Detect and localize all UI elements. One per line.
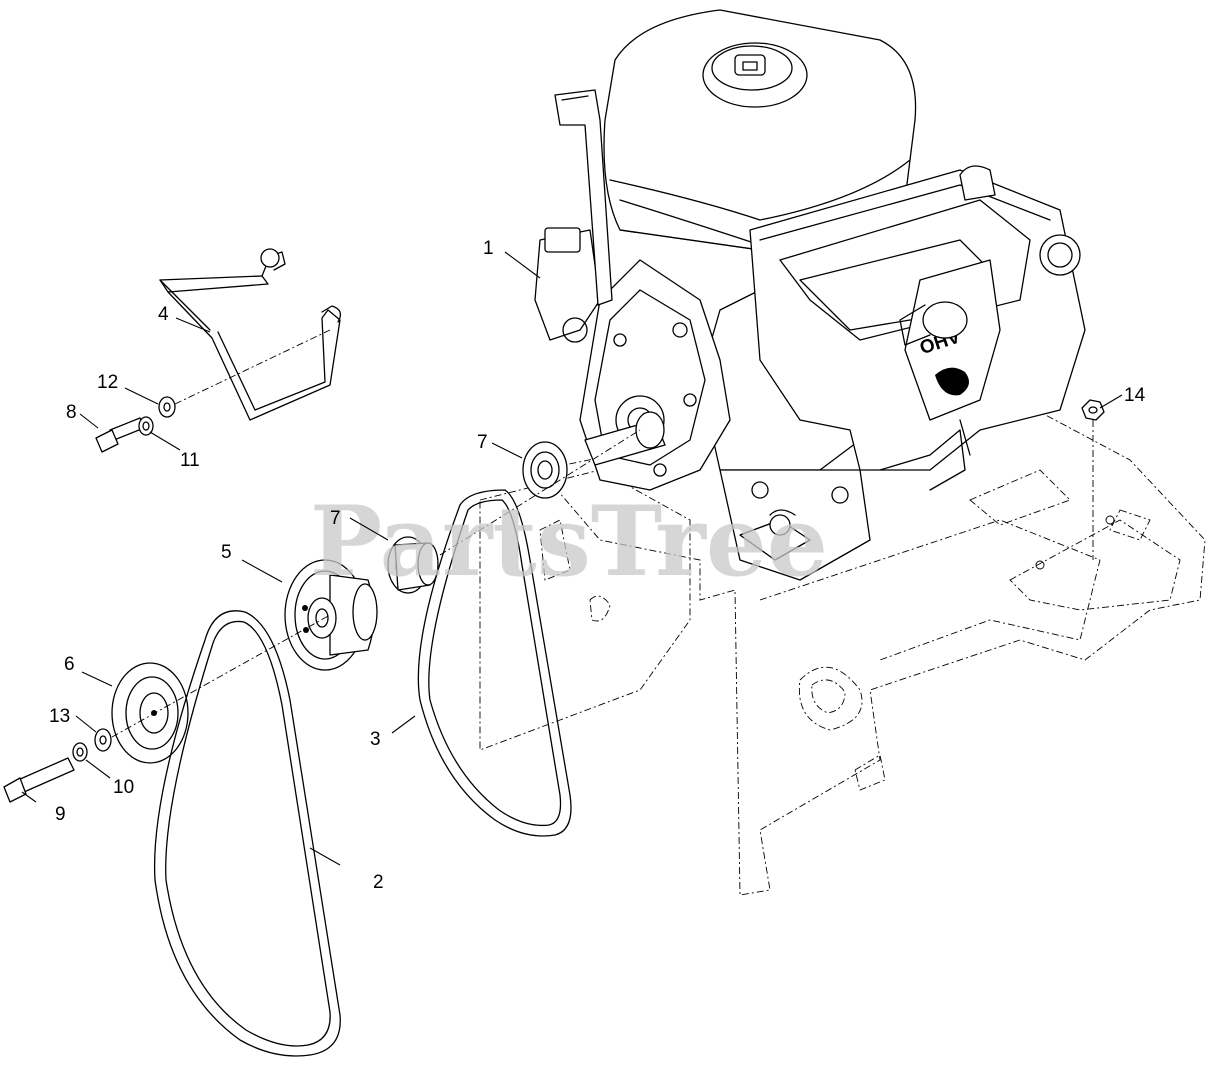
bracket-axis (174, 329, 331, 405)
pulley-5 (284, 559, 378, 671)
callout-3: 3 (370, 729, 381, 750)
nut-14 (1081, 399, 1105, 560)
belt-2 (153, 610, 341, 1057)
leader-lines (21, 251, 1123, 866)
washer-13 (94, 728, 112, 752)
belt-3 (417, 489, 572, 837)
lockwasher-10 (72, 742, 88, 762)
bolt-8 (95, 417, 145, 453)
callout-14: 14 (1124, 385, 1146, 406)
washer-11 (138, 416, 154, 436)
callout-5: 5 (221, 542, 232, 563)
callout-11: 11 (180, 450, 200, 471)
callout-10: 10 (113, 777, 134, 798)
callout-4: 4 (158, 304, 169, 325)
pulley-7-upper (522, 441, 568, 499)
frame-plate (479, 379, 1206, 896)
callout-12: 12 (97, 372, 118, 393)
callouts: 1 2 3 4 5 6 7 7 8 9 10 11 12 13 14 (49, 238, 1146, 893)
idler-bracket (159, 248, 342, 421)
pulley-axis (111, 614, 331, 738)
callout-7-lower: 7 (330, 508, 341, 529)
watermark: PartsTree (310, 485, 828, 598)
pulley-7-lower (387, 536, 439, 594)
callout-8: 8 (66, 402, 77, 423)
callout-1: 1 (483, 238, 494, 259)
pulley-6 (111, 662, 189, 764)
callout-6: 6 (64, 654, 75, 675)
callout-9: 9 (55, 804, 66, 825)
bolt-9 (3, 757, 75, 803)
callout-2: 2 (373, 872, 384, 893)
callout-7-upper: 7 (477, 432, 488, 453)
lockwasher-12 (158, 396, 176, 418)
shaft-axis (439, 429, 641, 556)
engine: OHV (534, 9, 1086, 581)
callout-13: 13 (49, 706, 70, 727)
